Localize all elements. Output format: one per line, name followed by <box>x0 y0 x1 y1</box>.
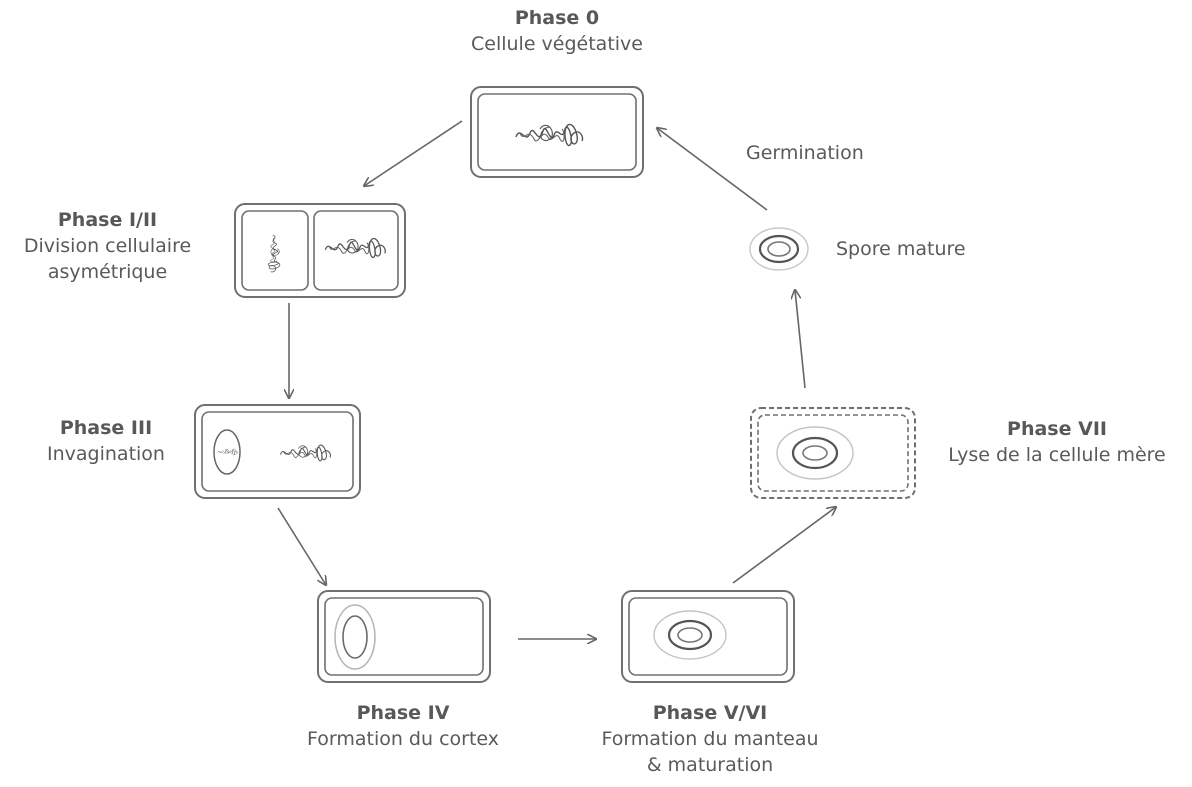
phase3-title: Phase III <box>59 417 153 439</box>
phase4-description: Formation du cortex <box>306 728 499 750</box>
forespore-core <box>342 615 368 659</box>
phase5-title: Phase V/VI <box>652 702 768 724</box>
phase1-description-line1: Division cellulaire <box>23 235 192 257</box>
phase5-description-line1: Formation du manteau <box>601 728 819 750</box>
phase5-label: Phase V/VI Formation du manteau & matura… <box>560 700 860 778</box>
phase0-title: Phase 0 <box>514 7 600 29</box>
phase4-cell <box>317 590 491 683</box>
arrow-phase0-to-phase1 <box>364 120 463 186</box>
engulfed-forespore <box>213 429 241 475</box>
phase1-description-line2: asymétrique <box>47 261 168 283</box>
phase4-label: Phase IV Formation du cortex <box>280 700 526 752</box>
phase7-label: Phase VII Lyse de la cellule mère <box>922 416 1192 468</box>
cortex-layer <box>334 604 376 670</box>
cortex-layer <box>667 619 713 651</box>
arrow-phase5-to-phase7 <box>732 507 836 584</box>
phase7-description: Lyse de la cellule mère <box>948 444 1166 466</box>
phase3-cell <box>194 404 361 499</box>
phase1-label: Phase I/II Division cellulaire asymétriq… <box>0 207 215 285</box>
arrow-spore-to-phase0 <box>657 128 768 211</box>
phase7-cell <box>750 407 916 499</box>
mature-spore-label: Spore mature <box>836 238 966 260</box>
phase0-label: Phase 0 Cellule végétative <box>420 5 694 57</box>
germination-label: Germination <box>746 142 864 164</box>
phase5-cell <box>621 590 795 683</box>
phase0-description: Cellule végétative <box>470 33 643 55</box>
phase0-cell <box>470 86 644 178</box>
phase5-description-line2: & maturation <box>646 754 774 776</box>
mature-spore <box>749 227 809 271</box>
coat-layer <box>653 610 727 660</box>
arrow-phase3-to-phase4 <box>277 507 326 585</box>
phase1-cell <box>234 203 406 298</box>
phase7-title: Phase VII <box>1007 418 1107 440</box>
phase1-title: Phase I/II <box>57 209 158 231</box>
phase3-description: Invagination <box>47 443 165 465</box>
phase4-title: Phase IV <box>356 702 450 724</box>
spore-core <box>677 627 703 643</box>
arrow-phase7-to-spore <box>795 290 806 389</box>
phase3-label: Phase III Invagination <box>24 415 188 467</box>
